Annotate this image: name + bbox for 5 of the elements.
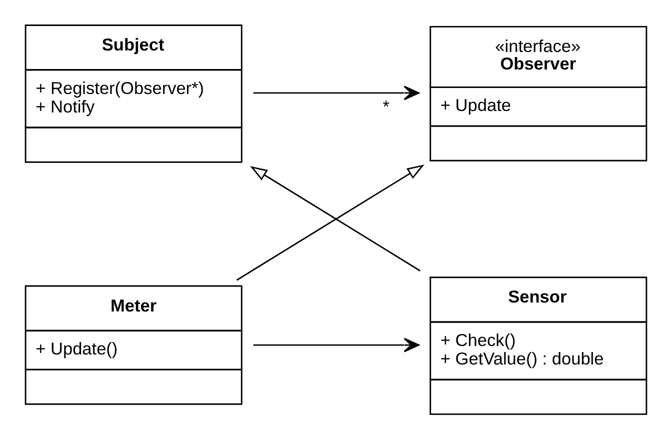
arrow [253,85,420,100]
arrow [250,166,421,271]
arrow [236,164,424,280]
arrow [253,337,420,352]
edge-label: * [382,96,390,116]
